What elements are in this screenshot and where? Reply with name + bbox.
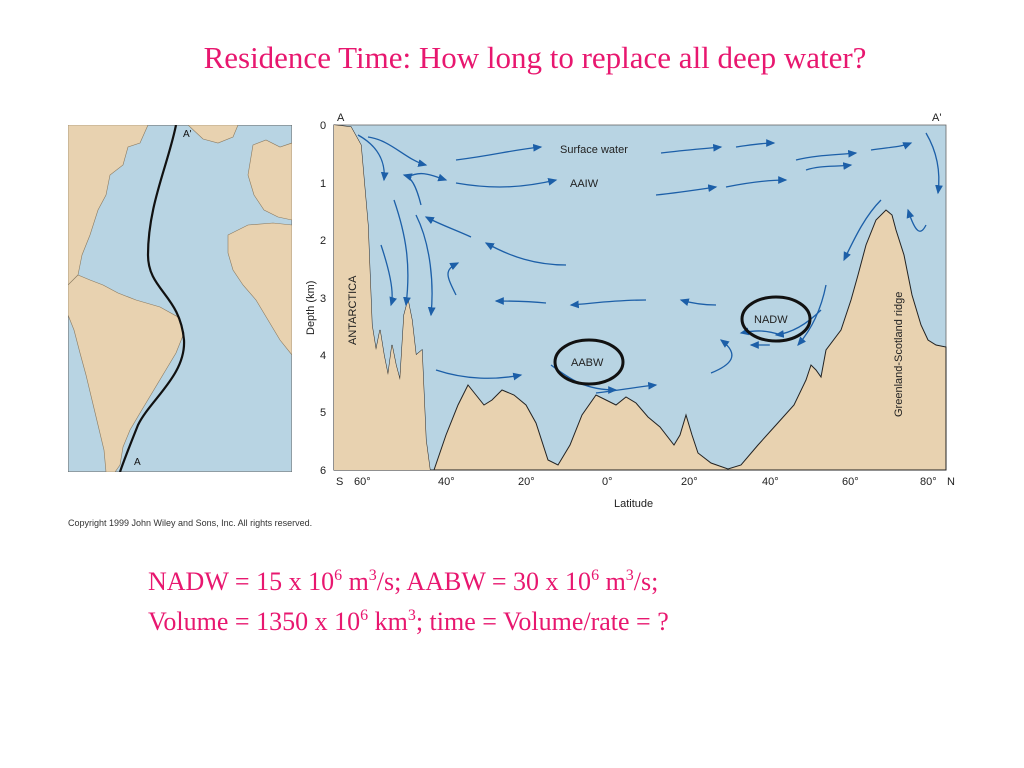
surface-arrow-6	[795, 149, 858, 161]
upwelling-arrow-2	[415, 214, 436, 317]
lat-tick-4: 20°	[681, 476, 698, 488]
aaiw-arrow-5	[805, 162, 853, 171]
lat-tick-5: 40°	[762, 476, 779, 488]
upwelling-arrow-1	[393, 199, 411, 307]
depth-tick-1: 1	[320, 178, 326, 190]
flow-arrows	[357, 132, 943, 394]
nadw-arrow-8	[484, 242, 567, 266]
eq2-exp-a: 6	[360, 607, 369, 624]
depth-tick-5: 5	[320, 407, 326, 419]
antarctica-label: ANTARCTICA	[347, 275, 359, 345]
aaiw-arrow-4	[725, 176, 788, 188]
depth-tick-0: 0	[320, 120, 326, 132]
aabw-arrow-1	[435, 369, 523, 381]
surface-arrow-3	[455, 143, 543, 161]
lat-tick-1: 40°	[438, 476, 455, 488]
atlantic-map: A' A	[68, 125, 292, 472]
nadw-arrow-1	[906, 208, 927, 232]
nadw-arrow-9	[424, 216, 472, 238]
aaiw-arrow-2	[455, 177, 558, 188]
deep-return-arrow-2	[774, 309, 822, 338]
surface-arrow-1	[357, 134, 389, 182]
depth-tick-6: 6	[320, 465, 326, 477]
ridge-label: Greenland-Scotland ridge	[893, 292, 905, 417]
south-america-landmass	[68, 274, 185, 472]
surface-arrow-5	[735, 139, 776, 148]
depth-tick-3: 3	[320, 293, 326, 305]
lat-tick-7: 80°	[920, 476, 937, 488]
lat-tick-2: 20°	[518, 476, 535, 488]
section-label-a-prime: A'	[932, 112, 941, 124]
aabw-label: AABW	[571, 357, 604, 369]
slide-title: Residence Time: How long to replace all …	[203, 40, 867, 75]
eq1-part-c: /s; AABW = 30 x 10	[376, 567, 592, 596]
surface-water-label: Surface water	[560, 144, 628, 156]
eq2-part-b: km	[368, 607, 408, 636]
eq1-part-a: NADW = 15 x 10	[148, 567, 335, 596]
nadw-arrow-6	[569, 299, 647, 309]
nadw-arrow-2	[843, 199, 882, 262]
nadw-arrow-3	[797, 284, 827, 346]
map-label-a: A	[134, 457, 141, 468]
eq2-part-c: ; time = Volume/rate = ?	[415, 607, 669, 636]
upwelling-arrow-4	[447, 262, 460, 296]
surface-arrow-4	[660, 143, 723, 154]
lat-tick-0: 60°	[354, 476, 371, 488]
europe-landmass	[247, 139, 292, 221]
surface-arrow-7	[870, 142, 913, 151]
aaiw-label: AAIW	[570, 178, 599, 190]
copyright-notice: Copyright 1999 John Wiley and Sons, Inc.…	[68, 518, 313, 528]
ocean-cross-section: 0 1 2 3 4 5 6 Depth (km) S 60° 40° 20° 0…	[305, 112, 955, 510]
nadw-highlight-ellipse	[740, 295, 812, 343]
lat-tick-3: 0°	[602, 476, 613, 488]
nadw-arrow-10	[402, 173, 422, 206]
africa-landmass	[227, 222, 292, 356]
antarctica-land	[334, 125, 430, 470]
aabw-arrow-3	[595, 381, 658, 394]
lat-south-label: S	[336, 476, 343, 488]
nadw-arrow-5	[679, 298, 717, 306]
eq2-part-a: Volume = 1350 x 10	[148, 607, 361, 636]
equation-line-1: NADW = 15 x 106 m3/s; AABW = 30 x 106 m3…	[148, 567, 658, 597]
eq2-exp-b: 3	[407, 607, 416, 624]
eq1-part-b: m	[342, 567, 369, 596]
surface-arrow-8	[925, 132, 943, 195]
aaiw-arrow-3	[655, 184, 718, 196]
eq1-part-d: m	[599, 567, 626, 596]
eq1-exp-d: 3	[625, 567, 634, 584]
aabw-highlight-ellipse	[553, 338, 625, 386]
depth-tick-4: 4	[320, 350, 326, 362]
nadw-arrow-7	[494, 297, 547, 305]
depth-axis: 0 1 2 3 4 5 6	[320, 120, 326, 477]
upwelling-arrow-3	[380, 244, 397, 307]
depth-tick-2: 2	[320, 235, 326, 247]
greenland-landmass	[187, 125, 239, 144]
equation-line-2: Volume = 1350 x 106 km3; time = Volume/r…	[148, 607, 669, 637]
nadw-label: NADW	[754, 314, 788, 326]
eq1-part-e: /s;	[633, 567, 659, 596]
eq1-exp-b: 3	[368, 567, 377, 584]
map-label-a-prime: A'	[183, 129, 192, 140]
section-label-a: A	[337, 112, 345, 124]
aabw-arrow-4	[710, 339, 733, 374]
lat-tick-6: 60°	[842, 476, 859, 488]
surface-arrow-2	[367, 136, 428, 167]
depth-axis-label: Depth (km)	[305, 281, 317, 335]
latitude-axis: S 60° 40° 20° 0° 20° 40° 60° 80° N	[336, 476, 955, 488]
latitude-axis-label: Latitude	[614, 498, 653, 510]
lat-north-label: N	[947, 476, 955, 488]
eq1-exp-c: 6	[591, 567, 600, 584]
section-line	[118, 125, 186, 472]
eq1-exp-a: 6	[334, 567, 343, 584]
